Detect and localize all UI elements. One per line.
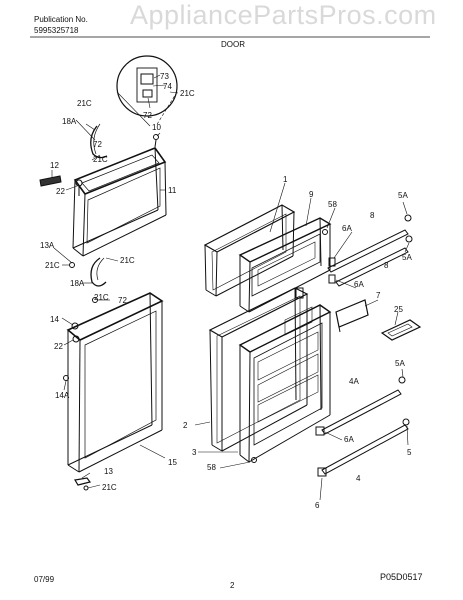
watermark: AppliancePartsPros.com <box>130 0 437 30</box>
callout-10: 10 <box>152 123 161 132</box>
callout-labels: 1 2 3 4 4A 5 5A 5A 5A 6 6A 6A 6A 7 8 8 9… <box>40 72 412 510</box>
callout-13: 13 <box>104 467 113 476</box>
callout-3: 3 <box>192 448 197 457</box>
callout-14: 14 <box>50 315 59 324</box>
callout-22-low: 22 <box>54 342 63 351</box>
publication-number: 5995325718 <box>34 26 79 35</box>
callout-6a-low: 6A <box>344 435 354 444</box>
callout-22-top: 22 <box>56 187 65 196</box>
callout-21c-6: 21C <box>94 293 109 302</box>
callout-9: 9 <box>309 190 314 199</box>
callout-21c-5: 21C <box>120 256 135 265</box>
lower-door-frame <box>66 292 164 473</box>
callout-72-b: 72 <box>143 111 152 120</box>
callout-4a: 4A <box>349 377 359 386</box>
callout-74: 74 <box>163 82 172 91</box>
callout-58-low: 58 <box>207 463 216 472</box>
callout-14a: 14A <box>55 391 70 400</box>
callout-2: 2 <box>183 421 188 430</box>
footer-date: 07/99 <box>34 575 55 584</box>
callout-1: 1 <box>283 175 288 184</box>
callout-25: 25 <box>394 305 403 314</box>
footer-page: 2 <box>230 581 235 590</box>
callout-7: 7 <box>376 291 381 300</box>
upper-door-frame <box>72 147 167 257</box>
callout-6a-mid: 6A <box>354 280 364 289</box>
callout-5: 5 <box>407 448 412 457</box>
callout-15: 15 <box>168 458 177 467</box>
hinge-detail-circle <box>116 55 178 127</box>
callout-5a-low: 5A <box>395 359 405 368</box>
callout-72-c: 72 <box>118 296 127 305</box>
callout-58-top: 58 <box>328 200 337 209</box>
callout-4: 4 <box>356 474 361 483</box>
callout-12: 12 <box>50 161 59 170</box>
callout-6a-top: 6A <box>342 224 352 233</box>
callout-5a-mid: 5A <box>402 253 412 262</box>
callout-21c-1: 21C <box>77 99 92 108</box>
callout-72-a: 72 <box>93 140 102 149</box>
callout-18a-top: 18A <box>62 117 77 126</box>
callout-73: 73 <box>160 72 169 81</box>
callout-13a: 13A <box>40 241 55 250</box>
callout-21c-7: 21C <box>102 483 117 492</box>
callout-21c-4: 21C <box>45 261 60 270</box>
callout-18a-low: 18A <box>70 279 85 288</box>
callout-6: 6 <box>315 501 320 510</box>
callout-21c-2: 21C <box>180 89 195 98</box>
callout-21c-3: 21C <box>93 155 108 164</box>
publication-label: Publication No. <box>34 15 88 24</box>
footer-code: P05D0517 <box>380 572 423 582</box>
callout-8-top: 8 <box>370 211 375 220</box>
callout-5a-top: 5A <box>398 191 408 200</box>
section-title: DOOR <box>221 40 245 49</box>
callout-8-mid: 8 <box>384 261 389 270</box>
callout-11: 11 <box>168 186 177 195</box>
